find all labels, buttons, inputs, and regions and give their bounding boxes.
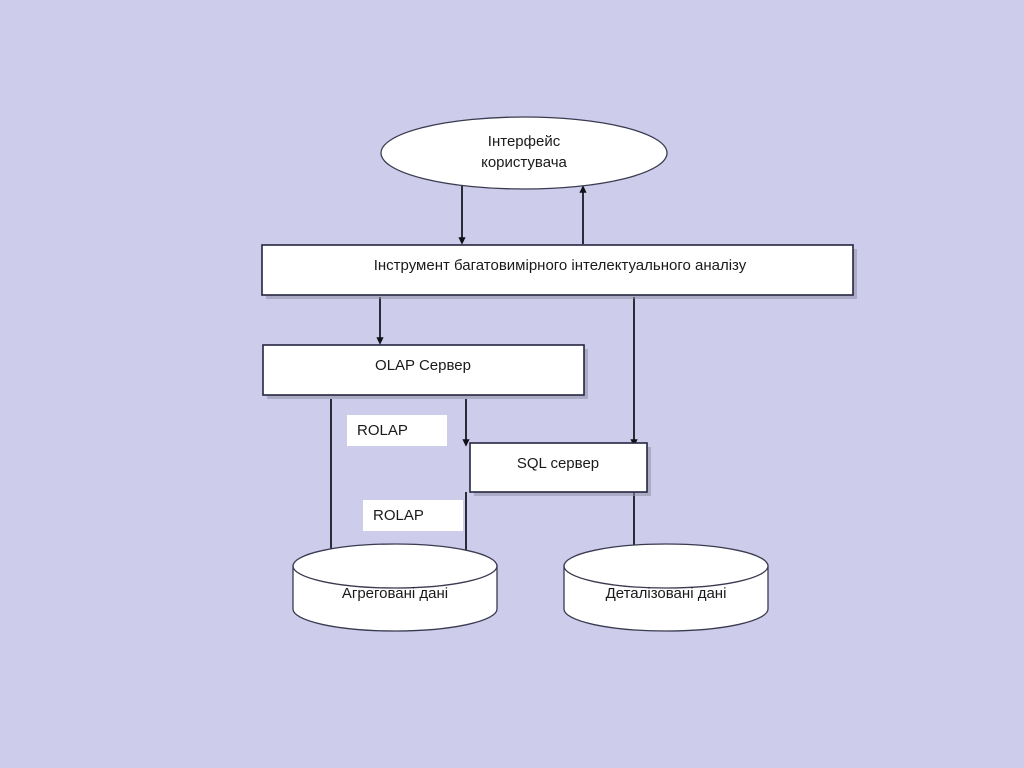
detailed-data-top [563, 543, 769, 589]
detailed-data-label: Деталізовані дані [606, 585, 727, 602]
user-interface-label-line2: користувача [481, 154, 567, 171]
rolap-lower-background [363, 500, 463, 531]
edge-label-rolap-lower: ROLAP [363, 500, 463, 531]
rolap-lower-text: ROLAP [373, 507, 424, 524]
aggregated-data-label: Агреговані дані [342, 585, 448, 602]
sql-server-box [469, 442, 648, 493]
analysis-tool-label: Інструмент багатовимірного інтелектуальн… [374, 257, 747, 274]
node-olap-server[interactable]: OLAP Сервер [262, 344, 588, 399]
user-interface-ellipse [380, 116, 668, 190]
sql-server-label: SQL сервер [517, 455, 599, 472]
rolap-upper-text: ROLAP [357, 422, 408, 439]
node-detailed-data[interactable]: Деталізовані дані [563, 543, 769, 632]
user-interface-label-line1: Інтерфейс [488, 133, 561, 150]
olap-server-label: OLAP Сервер [375, 357, 471, 374]
olap-server-box [262, 344, 585, 396]
node-sql-server[interactable]: SQL сервер [469, 442, 651, 496]
edge-label-rolap-upper: ROLAP [347, 415, 447, 446]
node-aggregated-data[interactable]: Агреговані дані [292, 543, 498, 632]
aggregated-data-top [292, 543, 498, 589]
node-analysis-tool[interactable]: Інструмент багатовимірного інтелектуальн… [261, 244, 857, 299]
node-user-interface[interactable]: Інтерфейс користувача [380, 116, 668, 190]
rolap-upper-background [347, 415, 447, 446]
analysis-tool-box [261, 244, 854, 296]
